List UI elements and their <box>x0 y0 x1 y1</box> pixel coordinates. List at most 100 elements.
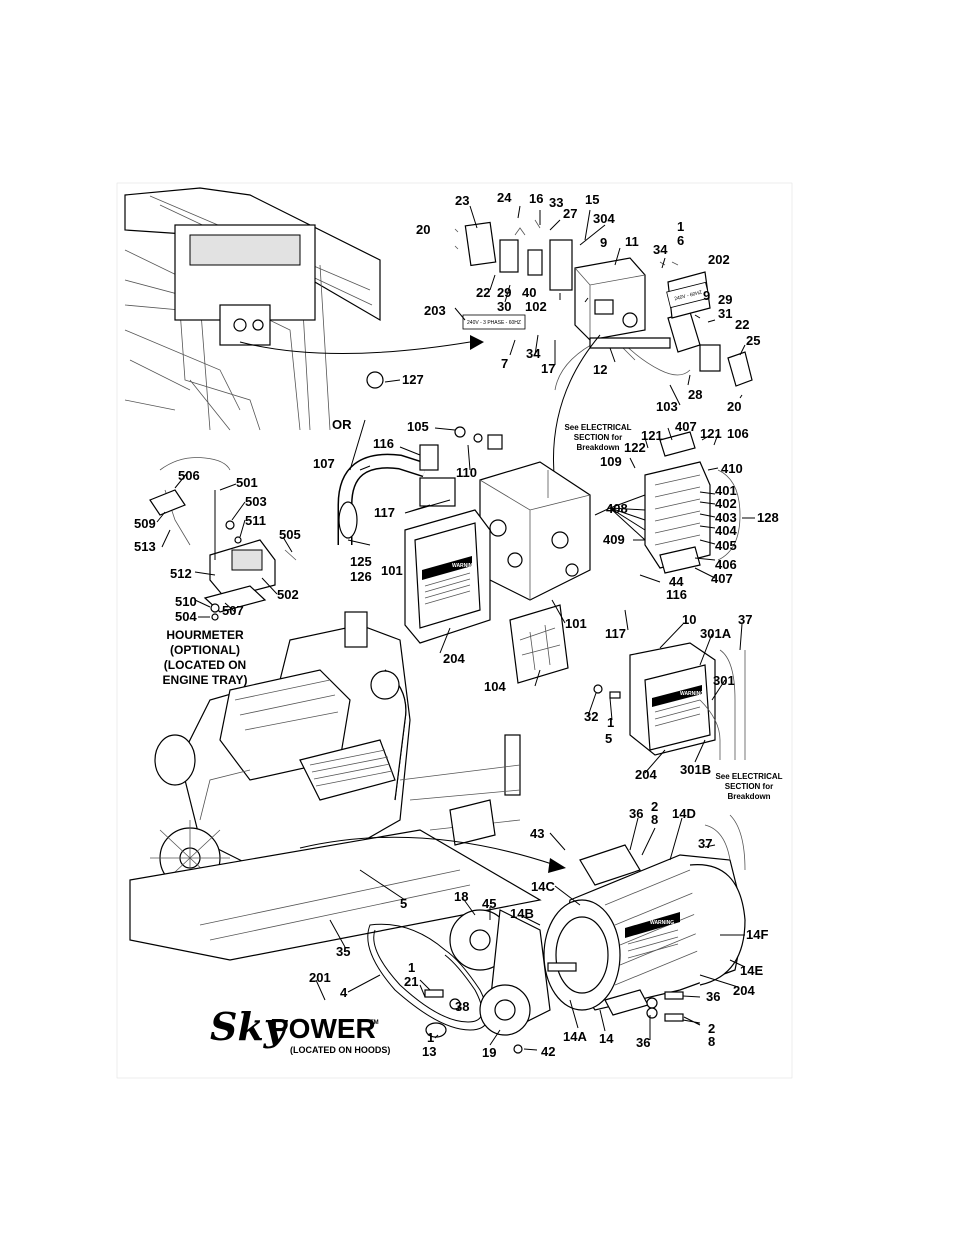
callout-10: 10 <box>682 612 696 627</box>
callout-105: 105 <box>407 419 429 434</box>
engine-base-frame <box>129 734 542 961</box>
callout-102: 102 <box>525 299 547 314</box>
warning-text-3: WARNING <box>650 920 674 926</box>
callout-410: 410 <box>721 461 743 476</box>
hourmeter-group <box>149 457 297 621</box>
callout-21: 21 <box>404 974 418 989</box>
callout-11: 11 <box>625 234 639 249</box>
callout-507: 507 <box>222 603 244 618</box>
machine-frame-upper <box>124 187 381 431</box>
callout-36b: 36 <box>706 989 720 1004</box>
callout-6: 6 <box>677 233 684 248</box>
cover-panel: WARNING <box>404 509 491 644</box>
callout-301: 301 <box>713 673 735 688</box>
callout-17: 17 <box>541 361 555 376</box>
callout-labels: 23 24 16 33 27 15 304 1 6 20 34 9 11 202… <box>134 190 779 1060</box>
callout-27: 27 <box>563 206 577 221</box>
callout-506: 506 <box>178 468 200 483</box>
callout-13: 13 <box>422 1044 436 1059</box>
callout-107: 107 <box>313 456 335 471</box>
callout-121b: 121 <box>700 426 722 441</box>
warning-text-1: WARNING <box>452 563 476 569</box>
callout-401: 401 <box>715 483 737 498</box>
callout-22b: 22 <box>735 317 749 332</box>
callout-20b: 20 <box>727 399 741 414</box>
callout-18: 18 <box>454 889 468 904</box>
callout-125: 125 <box>350 554 372 569</box>
callout-110: 110 <box>456 465 477 480</box>
callout-510: 510 <box>175 594 197 609</box>
callout-109: 109 <box>600 454 622 469</box>
callout-31: 31 <box>718 306 732 321</box>
callout-301A: 301A <box>700 626 732 641</box>
generator: WARNING <box>543 814 746 1022</box>
callout-512: 512 <box>170 566 192 581</box>
elec-note-2-line2: SECTION for <box>725 782 773 791</box>
callout-8a: 8 <box>651 812 658 827</box>
callout-2a: 2 <box>651 799 658 814</box>
lower-junction-box: WARNING <box>593 642 746 760</box>
hourmeter-note: HOURMETER (OPTIONAL) (LOCATED ON ENGINE … <box>163 628 248 687</box>
callout-405: 405 <box>715 538 737 553</box>
logo-power: POWER <box>270 1013 376 1044</box>
elec-note-2-line1: See ELECTRICAL <box>715 772 782 781</box>
callout-8b: 8 <box>708 1034 715 1049</box>
control-box-assembly <box>454 219 753 391</box>
callout-409: 409 <box>603 532 625 547</box>
callout-37a: 37 <box>738 612 752 627</box>
callout-204a: 204 <box>443 651 465 666</box>
callout-33: 33 <box>549 195 563 210</box>
callout-126: 126 <box>350 569 372 584</box>
callout-42: 42 <box>541 1044 555 1059</box>
callout-5a: 5 <box>605 731 612 746</box>
callout-121a: 121 <box>641 428 663 443</box>
leader-lines <box>156 205 755 1051</box>
callout-404: 404 <box>715 523 737 538</box>
callout-14E: 14E <box>740 963 763 978</box>
callout-29b: 29 <box>718 292 732 307</box>
callout-40: 40 <box>522 285 536 300</box>
callout-301B: 301B <box>680 762 711 777</box>
callout-501: 501 <box>236 475 258 490</box>
callout-19: 19 <box>482 1045 496 1060</box>
callout-36a: 36 <box>629 806 643 821</box>
callout-408: 408 <box>606 501 628 516</box>
callout-22a: 22 <box>476 285 490 300</box>
callout-203: 203 <box>424 303 446 318</box>
callout-14D: 14D <box>672 806 696 821</box>
callout-104: 104 <box>484 679 506 694</box>
callout-45: 45 <box>482 896 496 911</box>
callout-116a: 116 <box>373 436 394 451</box>
callout-101b: 101 <box>565 616 587 631</box>
callout-304: 304 <box>593 211 615 226</box>
callout-128: 128 <box>757 510 779 525</box>
callout-406: 406 <box>715 557 737 572</box>
skypower-logo: Sky POWER TM (LOCATED ON HOODS) <box>210 1004 390 1055</box>
terminal-block <box>644 431 741 574</box>
warning-text-2: WARNING <box>680 691 704 697</box>
callout-28: 28 <box>688 387 702 402</box>
callout-35: 35 <box>336 944 350 959</box>
callout-2b: 2 <box>708 1021 715 1036</box>
callout-513: 513 <box>134 539 156 554</box>
callout-36c: 36 <box>636 1035 650 1050</box>
callout-103: 103 <box>656 399 678 414</box>
logo-location: (LOCATED ON HOODS) <box>290 1045 390 1055</box>
callout-16: 16 <box>529 191 543 206</box>
callout-14C: 14C <box>531 879 555 894</box>
callout-14B: 14B <box>510 906 534 921</box>
callout-117a: 117 <box>374 505 395 520</box>
callout-116b: 116 <box>666 587 687 602</box>
callout-14A: 14A <box>563 1029 587 1044</box>
elec-note-1-line3: Breakdown <box>576 443 619 452</box>
callout-1a: 1 <box>677 219 684 234</box>
callout-511: 511 <box>245 513 266 528</box>
callout-106: 106 <box>727 426 749 441</box>
callout-25: 25 <box>746 333 760 348</box>
callout-509: 509 <box>134 516 156 531</box>
electrical-note-lower: See ELECTRICAL SECTION for Breakdown <box>715 772 782 801</box>
callout-5b: 5 <box>400 896 407 911</box>
engine <box>150 611 411 895</box>
callout-14F: 14F <box>746 927 768 942</box>
